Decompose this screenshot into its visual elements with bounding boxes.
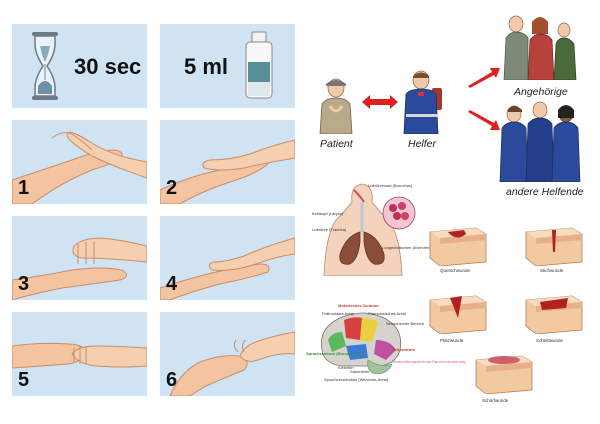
helper-figure: [403, 70, 442, 134]
bronchus-label: Luftröhrenast (Bronchus): [368, 183, 413, 188]
panel-volume: 5 ml: [160, 24, 295, 108]
relatives-label: Angehörige: [514, 86, 568, 98]
brainstem-label: Stammhirn: [350, 369, 370, 374]
relatives-group: [503, 15, 577, 80]
arrow-down-right-icon: [468, 110, 500, 130]
other-helpers-label: andere Helfende: [506, 186, 584, 198]
handwash-step-6: 6: [160, 312, 295, 396]
step-number: 2: [166, 177, 178, 199]
step-number: 5: [18, 369, 30, 391]
crush-wound-label: Quetschwunde: [440, 268, 471, 273]
hands-fingers-rub-icon: [160, 237, 295, 300]
helper-label: Helfer: [408, 138, 437, 150]
stab-wound-icon: [525, 227, 583, 266]
crush-wound-icon: [429, 227, 487, 266]
volume-label: 5 ml: [184, 54, 229, 79]
alveoli-magnifier: [382, 196, 416, 230]
step-number: 6: [166, 369, 178, 391]
laceration-wound-icon: [429, 295, 487, 334]
arrow-up-right-icon: [468, 68, 500, 88]
disinfectant-bottle-icon: [245, 31, 273, 99]
motor-center-label: Motorisches Zentrum: [338, 303, 379, 308]
alveoli-label: Lungenbläschen (Alveolen): [382, 245, 431, 250]
panel-duration: 30 sec: [12, 24, 147, 108]
patient-label: Patient: [320, 138, 353, 150]
respiratory-system-diagram: [323, 183, 403, 276]
handwash-step-2: 2: [160, 120, 295, 204]
other-helpers-group: [499, 101, 581, 182]
hands-back-rub-icon: [160, 139, 295, 204]
premotor-label: Prämotorisches Areal: [368, 311, 407, 316]
cerebellum-label: Kleinhirn: [338, 365, 354, 370]
trachea-label: Luftröhre (Trachea): [312, 227, 347, 232]
brain-diagram: [321, 312, 402, 375]
visual-label: Sehzentrum: [392, 347, 415, 352]
step-number: 1: [18, 177, 30, 199]
handwash-step-4: 4: [160, 216, 295, 300]
larynx-label: Kehlkopf (Larynx): [312, 211, 344, 216]
laceration-wound-label: Platzwunde: [440, 338, 464, 343]
patient-figure: [319, 78, 353, 134]
handwash-step-3: 3: [12, 216, 147, 300]
step-number: 3: [18, 273, 30, 295]
double-arrow-icon: [362, 95, 398, 109]
hands-palm-to-palm-icon: [12, 131, 147, 204]
speech-understanding-label: Sprachverständnis (Wernicke-Areal): [324, 377, 389, 382]
hands-interlaced-icon: [12, 237, 147, 300]
abrasion-wound-label: Schürfwunde: [482, 398, 509, 403]
sensory-label: Sensorischer Bereich: [386, 321, 425, 326]
speech-center-label: Sprachzentrum (Broca-Areal): [306, 351, 362, 356]
hourglass-icon: [32, 32, 58, 100]
handwash-step-5: 5: [12, 312, 147, 396]
abrasion-wound-icon: [475, 355, 533, 394]
cut-wound-icon: [525, 295, 583, 334]
handwash-step-1: 1: [12, 120, 147, 204]
stab-wound-label: Stichwunde: [540, 268, 564, 273]
hands-clasped-icon: [12, 342, 147, 369]
hands-fingertips-palm-icon: [169, 331, 295, 396]
cut-wound-label: Schnittwunde: [536, 338, 564, 343]
step-number: 4: [166, 273, 178, 295]
processing-label: Verarbeitungszentrum Raum-orientierung: [392, 359, 466, 364]
duration-label: 30 sec: [74, 54, 142, 79]
prefrontal-label: Präfrontales Areal: [322, 311, 354, 316]
